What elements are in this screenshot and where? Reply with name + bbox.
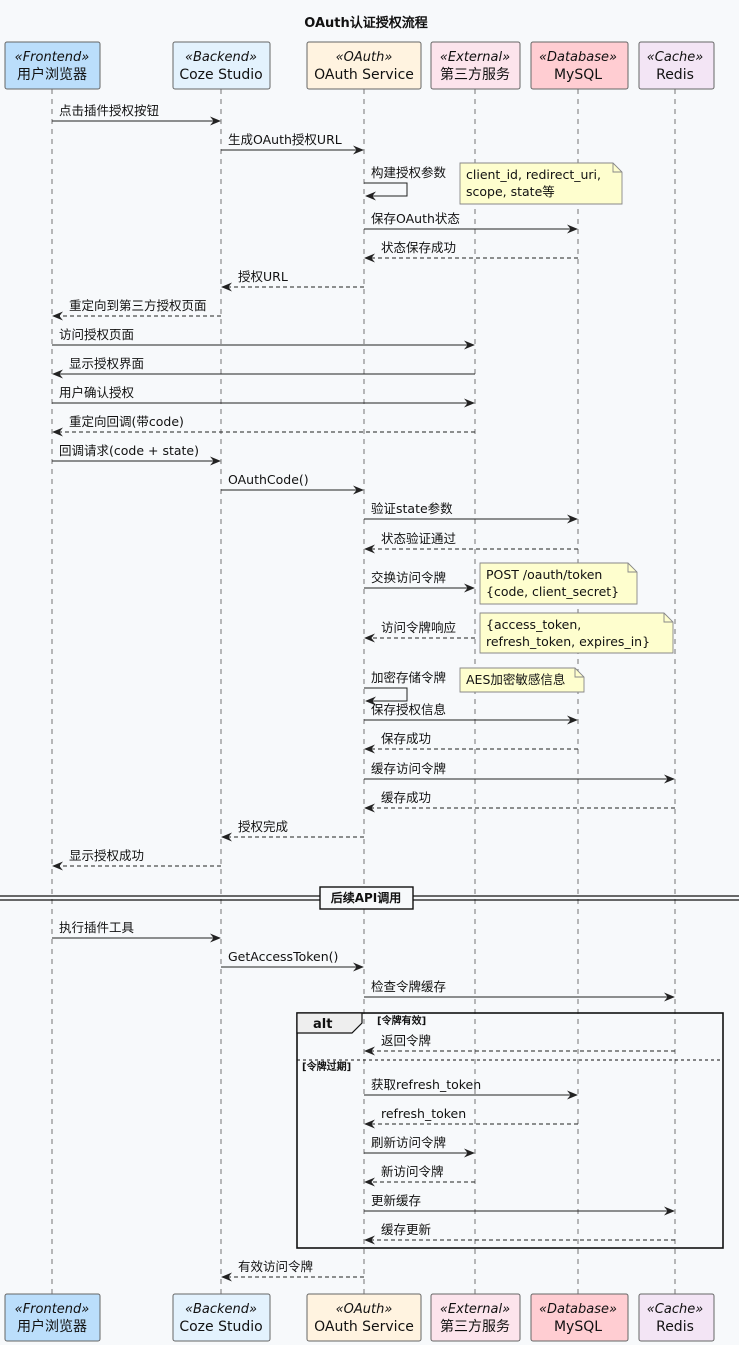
message-label: 显示授权界面	[69, 356, 144, 371]
message-label: 重定向到第三方授权页面	[69, 298, 207, 313]
note-text: {access_token,	[486, 617, 581, 632]
message-label: 用户确认授权	[59, 385, 135, 400]
note-box	[459, 667, 585, 693]
participant-stereotype: «Frontend»	[15, 1302, 90, 1317]
note-box	[459, 162, 623, 205]
alt-else-condition: [令牌过期]	[302, 1060, 351, 1073]
message-label: 返回令牌	[381, 1033, 431, 1048]
message-label: 更新缓存	[371, 1193, 421, 1208]
participant-name: MySQL	[554, 67, 602, 83]
participant-stereotype: «External»	[440, 50, 510, 65]
participant-stereotype: «Database»	[539, 50, 617, 65]
diagram-title: OAuth认证授权流程	[304, 15, 428, 31]
participant-box-external-top	[430, 41, 521, 90]
participant-name: 用户浏览器	[17, 66, 87, 83]
message-label: 授权URL	[238, 269, 288, 284]
participant-name: 第三方服务	[440, 1318, 510, 1335]
alt-frame	[296, 1012, 724, 1249]
note-text: {code, client_secret}	[486, 584, 619, 599]
alt-keyword: alt	[313, 1017, 332, 1032]
message-arrow-self	[364, 182, 408, 201]
participant-name: OAuth Service	[314, 1319, 414, 1335]
participant-box-oauth-top	[306, 41, 422, 90]
participant-name: MySQL	[554, 1319, 602, 1335]
message-label: 缓存访问令牌	[371, 761, 446, 776]
participant-box-oauth-bottom	[306, 1293, 422, 1342]
note-fold	[612, 163, 622, 173]
message-label: 验证state参数	[371, 501, 453, 516]
participant-box-external-bottom	[430, 1293, 521, 1342]
message-label: 生成OAuth授权URL	[228, 132, 342, 147]
participant-stereotype: «Frontend»	[15, 50, 90, 65]
participant-box-cache-bottom	[638, 1293, 715, 1342]
participant-stereotype: «Cache»	[647, 50, 703, 65]
divider-box	[319, 886, 414, 910]
note-box	[479, 612, 674, 654]
participant-stereotype: «Backend»	[185, 1302, 257, 1317]
message-label: 获取refresh_token	[371, 1077, 481, 1092]
message-label: 刷新访问令牌	[371, 1135, 446, 1150]
participant-name: Coze Studio	[179, 67, 262, 83]
note-text: AES加密敏感信息	[466, 672, 565, 687]
message-label: 保存授权信息	[371, 702, 446, 717]
message-label: 回调请求(code + state)	[59, 443, 199, 458]
message-label: 新访问令牌	[381, 1164, 444, 1179]
participant-name: Coze Studio	[179, 1319, 262, 1335]
message-label: 显示授权成功	[69, 848, 144, 863]
message-label: 有效访问令牌	[238, 1259, 313, 1274]
participant-box-backend-top	[172, 41, 271, 90]
message-label: 执行插件工具	[59, 920, 135, 935]
message-label: 保存成功	[381, 731, 431, 746]
participant-name: OAuth Service	[314, 67, 414, 83]
message-label: OAuthCode()	[228, 472, 309, 487]
participant-name: 用户浏览器	[17, 1318, 87, 1335]
alt-tab	[296, 1012, 363, 1034]
participant-name: 第三方服务	[440, 66, 510, 83]
message-label: 重定向回调(带code)	[69, 414, 184, 429]
message-label: 检查令牌缓存	[371, 979, 446, 994]
note-box	[479, 562, 638, 605]
note-text: scope, state等	[466, 184, 555, 199]
participant-stereotype: «External»	[440, 1302, 510, 1317]
message-label: refresh_token	[381, 1106, 466, 1121]
participant-box-cache-top	[638, 41, 715, 90]
message-label: GetAccessToken()	[228, 949, 338, 964]
participant-stereotype: «Cache»	[647, 1302, 703, 1317]
message-label: 访问令牌响应	[381, 620, 456, 635]
message-label: 加密存储令牌	[371, 670, 446, 685]
message-label: 缓存成功	[381, 790, 431, 805]
participant-stereotype: «OAuth»	[336, 1302, 393, 1317]
participant-box-frontend-bottom	[4, 1293, 101, 1342]
participant-box-db-top	[530, 41, 629, 90]
note-text: refresh_token, expires_in}	[486, 634, 650, 649]
message-label: 授权完成	[238, 819, 288, 834]
participant-box-db-bottom	[530, 1293, 629, 1342]
message-label: 访问授权页面	[59, 327, 134, 342]
participant-stereotype: «Database»	[539, 1302, 617, 1317]
message-label: 状态验证通过	[381, 531, 457, 546]
message-label: 构建授权参数	[371, 165, 447, 180]
participant-name: Redis	[656, 67, 694, 83]
participant-box-backend-bottom	[172, 1293, 271, 1342]
message-label: 交换访问令牌	[371, 570, 446, 585]
message-label: 缓存更新	[381, 1222, 431, 1237]
message-label: 保存OAuth状态	[371, 211, 460, 226]
participant-stereotype: «Backend»	[185, 50, 257, 65]
message-arrow-self	[364, 687, 408, 706]
note-fold	[574, 668, 584, 678]
note-text: POST /oauth/token	[486, 567, 602, 582]
participant-stereotype: «OAuth»	[336, 50, 393, 65]
note-fold	[627, 563, 637, 573]
message-label: 点击插件授权按钮	[59, 103, 159, 118]
note-text: client_id, redirect_uri,	[466, 167, 601, 182]
note-fold	[663, 613, 673, 623]
participant-box-frontend-top	[4, 41, 101, 90]
participant-name: Redis	[656, 1319, 694, 1335]
alt-condition: [令牌有效]	[377, 1014, 426, 1027]
message-label: 状态保存成功	[381, 240, 456, 255]
divider-label: 后续API调用	[331, 890, 402, 905]
